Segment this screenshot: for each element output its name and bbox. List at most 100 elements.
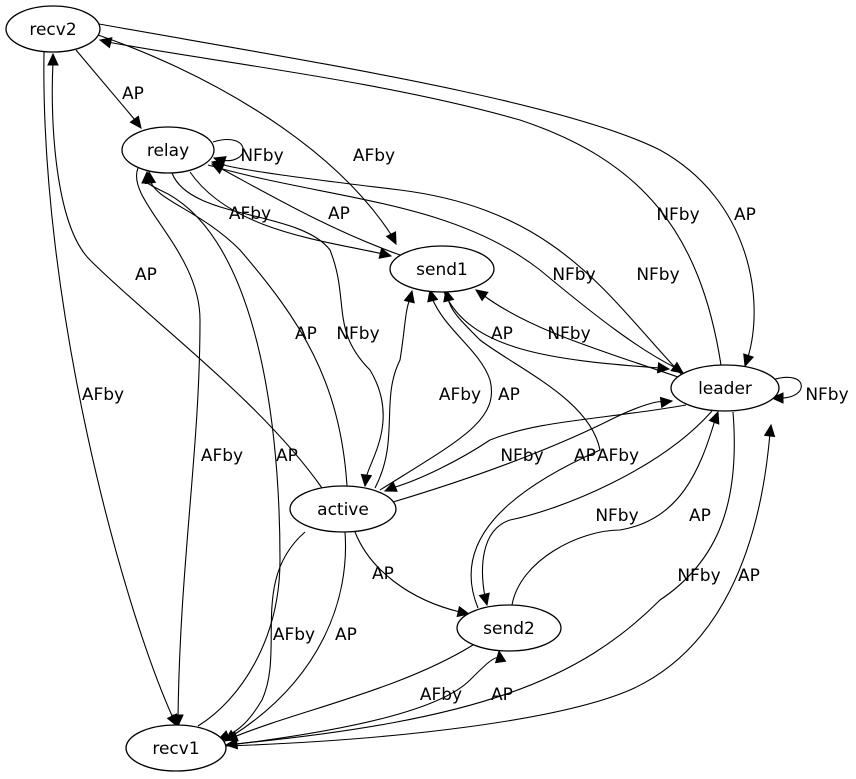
edge-leader-to-relay: NFby — [210, 159, 684, 377]
edge-relay-to-leader: NFby — [207, 164, 684, 374]
edge-line — [148, 171, 348, 487]
edge-recv2-to-relay: AP — [75, 49, 144, 129]
edge-label: AP — [328, 204, 350, 224]
node-relay: relay — [121, 126, 215, 174]
edge-line — [99, 39, 722, 366]
node-shape — [121, 126, 215, 174]
arrowhead — [478, 592, 490, 607]
arrowhead — [98, 37, 113, 49]
arrowhead — [224, 737, 239, 750]
edge-send2-to-leader: AP — [511, 410, 720, 606]
edge-label: AP — [335, 625, 357, 645]
edge-line — [43, 51, 178, 727]
edge-recv2-to-send1: AFby — [97, 34, 397, 246]
edge-label: NFby — [595, 506, 638, 526]
arrowhead — [129, 115, 142, 129]
edge-line — [135, 167, 201, 726]
edge-label: AP — [498, 385, 520, 405]
edge-label: AP — [295, 324, 317, 344]
node-send1: send1 — [389, 245, 495, 293]
edge-leader-to-leader: NFby — [770, 376, 849, 405]
edge-label: AFby — [229, 204, 271, 224]
edge-label: AP — [135, 265, 157, 285]
edge-label: AFby — [201, 446, 243, 466]
edge-line — [354, 531, 470, 615]
nodes-layer: recv2 relay send1 leader active send2 recv1 — [5, 5, 780, 772]
edge-recv1-to-send2: AP — [229, 649, 513, 746]
arrowhead — [47, 52, 59, 66]
edge-label: NFby — [805, 385, 848, 405]
edge-line — [445, 289, 601, 609]
node-label: leader — [698, 379, 752, 399]
node-shape — [456, 604, 562, 652]
node-shape — [670, 364, 780, 412]
edge-label: NFby — [240, 146, 283, 166]
edge-label: NFby — [636, 265, 679, 285]
edge-active-to-send2: AP — [354, 531, 471, 618]
edge-line — [511, 411, 719, 606]
edge-line — [475, 289, 679, 378]
edge-label: NFby — [336, 324, 379, 344]
edge-label: AFby — [597, 446, 639, 466]
edge-send2-to-send1: AFby — [443, 288, 639, 609]
edge-send2-to-recv1: AFby — [224, 644, 474, 742]
edge-leader-to-active: NFby — [383, 404, 687, 492]
edge-active-to-leader: AP — [392, 396, 674, 503]
node-shape — [5, 5, 101, 53]
arrowhead — [141, 170, 153, 184]
edge-relay-to-recv1: AFby — [135, 167, 243, 728]
edge-leader-to-send1: NFby — [475, 289, 679, 378]
edge-recv1-to-leader: AP — [225, 423, 776, 747]
edge-label: AFby — [273, 625, 315, 645]
edge-active-to-recv2: AP — [47, 52, 323, 489]
edge-recv1-to-relay: AP — [141, 170, 298, 727]
node-recv1: recv1 — [125, 724, 227, 772]
edge-label: AP — [734, 205, 756, 225]
node-recv2: recv2 — [5, 5, 101, 53]
edge-line — [225, 411, 735, 746]
node-send2: send2 — [456, 604, 562, 652]
arrowhead — [378, 247, 393, 259]
node-label: send1 — [416, 260, 468, 280]
edge-send1-to-relay: AP — [210, 163, 401, 256]
arrowhead — [456, 605, 471, 618]
arrowhead — [656, 361, 671, 374]
edge-label: NFby — [500, 446, 543, 466]
arrowhead — [763, 423, 776, 438]
edge-line — [211, 163, 401, 256]
node-active: active — [289, 485, 397, 533]
edge-label: AP — [689, 506, 711, 526]
edge-line — [144, 172, 281, 727]
edge-relay-to-send1: AFby — [189, 171, 393, 259]
edge-leader-to-send2: NFby — [478, 410, 713, 607]
edge-label: AP — [574, 446, 596, 466]
edge-leader-to-recv2: NFby — [98, 37, 722, 366]
edge-active-to-send1: AFby — [374, 289, 481, 489]
edge-recv2-to-leader: AP — [98, 23, 756, 368]
edge-line — [392, 400, 673, 503]
edge-line — [379, 289, 492, 491]
edge-label: NFby — [656, 205, 699, 225]
edge-line — [225, 644, 474, 741]
arrowhead — [659, 396, 674, 409]
edge-relay-to-active: NFby — [171, 172, 384, 488]
edge-line — [97, 34, 397, 245]
edge-label: AFby — [82, 385, 124, 405]
edge-line — [443, 291, 670, 370]
edge-label: NFby — [677, 566, 720, 586]
edge-send1-to-leader: AP — [443, 291, 671, 374]
edge-line — [51, 54, 323, 489]
edge-line — [189, 171, 392, 257]
edge-line — [211, 161, 684, 377]
edge-line — [224, 531, 347, 742]
arrowhead — [360, 473, 373, 488]
edge-line — [217, 531, 306, 741]
edge-label: AFby — [420, 685, 462, 705]
edge-line — [171, 172, 384, 487]
node-label: active — [317, 500, 369, 520]
arrowhead — [770, 392, 784, 404]
edge-line — [481, 410, 713, 606]
edge-label: AFby — [439, 385, 481, 405]
arrowhead — [475, 289, 489, 302]
edge-label: AP — [372, 564, 394, 584]
